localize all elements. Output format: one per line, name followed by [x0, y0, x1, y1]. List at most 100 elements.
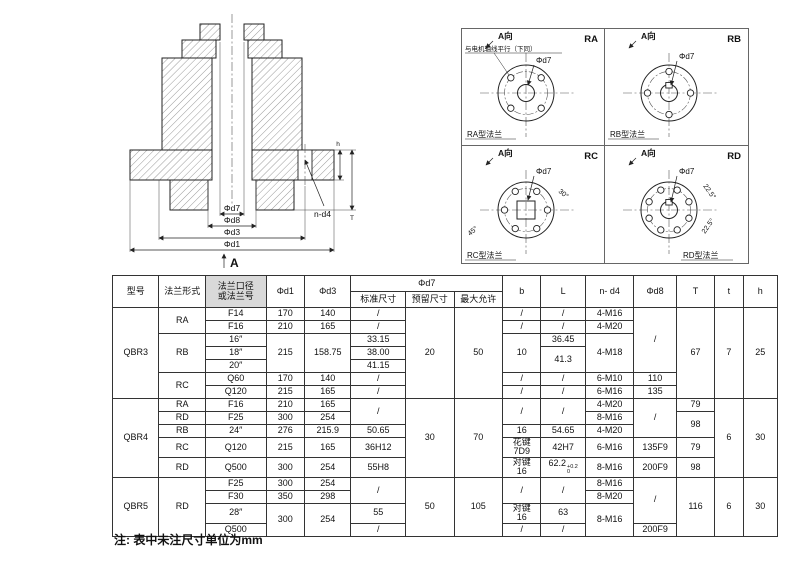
- spec-cell: Φd3: [303, 275, 352, 308]
- corner-label-rb: RB: [727, 34, 741, 45]
- spec-cell: /: [350, 476, 407, 504]
- spec-cell: 98: [675, 456, 716, 478]
- spec-cell: 158.75: [303, 333, 352, 373]
- units-note: 注: 表中未注尺寸单位为mm: [114, 533, 263, 547]
- spec-cell: 8-M16: [584, 476, 635, 491]
- spec-cell: F16: [204, 320, 267, 334]
- spec-cell: 8-M20: [584, 489, 635, 504]
- spec-cell: F25: [204, 411, 267, 425]
- spec-cell: 对键 16: [502, 502, 542, 524]
- spec-cell: 165: [303, 437, 352, 458]
- spec-cell: 4-M16: [584, 307, 635, 321]
- spec-cell: 38.00: [350, 346, 407, 360]
- spec-cell: F30: [204, 489, 267, 504]
- spec-cell: 254: [303, 411, 352, 425]
- spec-cell: 8-M16: [584, 456, 635, 478]
- dim-label-nd4: n-d4: [314, 209, 331, 219]
- spec-cell: 254: [303, 502, 352, 537]
- spec-cell: /: [540, 398, 586, 425]
- spec-cell: 8-M16: [584, 502, 635, 537]
- spec-cell: 30: [742, 476, 778, 537]
- spec-cell: 298: [303, 489, 352, 504]
- spec-cell: 41.3: [540, 346, 586, 373]
- spec-cell: 18″: [204, 346, 267, 360]
- dim-label-T: T: [350, 215, 354, 222]
- view-a-label: A向: [641, 31, 656, 41]
- d7-label: Φd7: [679, 52, 695, 61]
- spec-cell: /: [540, 522, 586, 537]
- spec-cell: L: [540, 275, 586, 308]
- spec-cell: 254: [303, 476, 352, 491]
- spec-cell: 16: [502, 424, 542, 438]
- flange-views-grid: A向 与电机轴线平行（下同） Φd7 RA RA型法兰: [461, 28, 749, 264]
- spec-cell: 170: [265, 307, 305, 321]
- spec-cell: 55H8: [350, 456, 407, 478]
- spec-cell: 30: [742, 398, 778, 478]
- flange-view-rc: A向 Φd7 30° 45° RC RC型法兰: [462, 146, 605, 263]
- spec-cell: RC: [158, 437, 206, 458]
- spec-cell: 135: [633, 385, 677, 399]
- spec-cell: /: [350, 307, 407, 321]
- spec-cell: h: [742, 275, 778, 308]
- spec-cell: 33.15: [350, 333, 407, 347]
- spec-cell: 7: [714, 307, 744, 399]
- spec-cell: 165: [303, 398, 352, 412]
- spec-cell: T: [675, 275, 716, 308]
- spec-cell: 25: [742, 307, 778, 399]
- angle-label-30: 30°: [557, 187, 570, 200]
- spec-cell: 79: [675, 398, 716, 412]
- spec-cell: 对键 16: [502, 456, 542, 478]
- spec-cell: 4-M20: [584, 424, 635, 438]
- d7-label: Φd7: [679, 167, 695, 176]
- angle-label-45: 45°: [466, 224, 479, 237]
- spec-cell: /: [540, 476, 586, 504]
- spec-cell: /: [540, 372, 586, 386]
- parallel-note: 与电机轴线平行（下同）: [465, 44, 537, 53]
- spec-cell: 预留尺寸: [405, 291, 455, 308]
- spec-cell: 4-M20: [584, 398, 635, 412]
- view-a-label: A向: [498, 31, 513, 41]
- spec-cell: 24″: [204, 424, 267, 438]
- spec-cell: RC: [158, 372, 206, 399]
- spec-cell: QBR5: [111, 476, 160, 537]
- spec-cell: 50.65: [350, 424, 407, 438]
- spec-cell: 105: [453, 476, 504, 537]
- caption-ra: RA型法兰: [467, 129, 502, 139]
- spec-cell: 210: [265, 398, 305, 412]
- spec-cell: Q500: [204, 456, 267, 478]
- spec-cell: /: [502, 320, 542, 334]
- spec-cell: 300: [265, 502, 305, 537]
- spec-cell: /: [633, 307, 677, 373]
- spec-cell: 法兰口径 或法兰号: [204, 275, 267, 308]
- spec-cell: 最大允许: [453, 291, 504, 308]
- spec-cell: /: [540, 320, 586, 334]
- spec-cell: 16″: [204, 333, 267, 347]
- spec-cell: 20: [405, 307, 455, 399]
- spec-cell: 210: [265, 320, 305, 334]
- corner-label-rd: RD: [727, 151, 741, 162]
- flange-view-rd: A向 Φd7 22.5° 22.5° RD RD型法兰: [605, 146, 748, 263]
- spec-cell: 63: [540, 502, 586, 524]
- spec-cell: Φd7: [350, 275, 504, 292]
- spec-cell: /: [350, 372, 407, 386]
- spec-cell: Q120: [204, 437, 267, 458]
- spec-cell: /: [502, 522, 542, 537]
- spec-cell: t: [714, 275, 744, 308]
- d7-label: Φd7: [536, 167, 552, 176]
- spec-cell: 10: [502, 333, 542, 373]
- dim-label-d8: Φd8: [224, 215, 241, 225]
- spec-cell: RB: [158, 333, 206, 373]
- spec-cell: 98: [675, 411, 716, 438]
- spec-cell: 215: [265, 385, 305, 399]
- spec-cell: 200F9: [633, 522, 677, 537]
- spec-cell: 350: [265, 489, 305, 504]
- spec-cell: Φd1: [265, 275, 305, 308]
- spec-cell: 42H7: [540, 437, 586, 458]
